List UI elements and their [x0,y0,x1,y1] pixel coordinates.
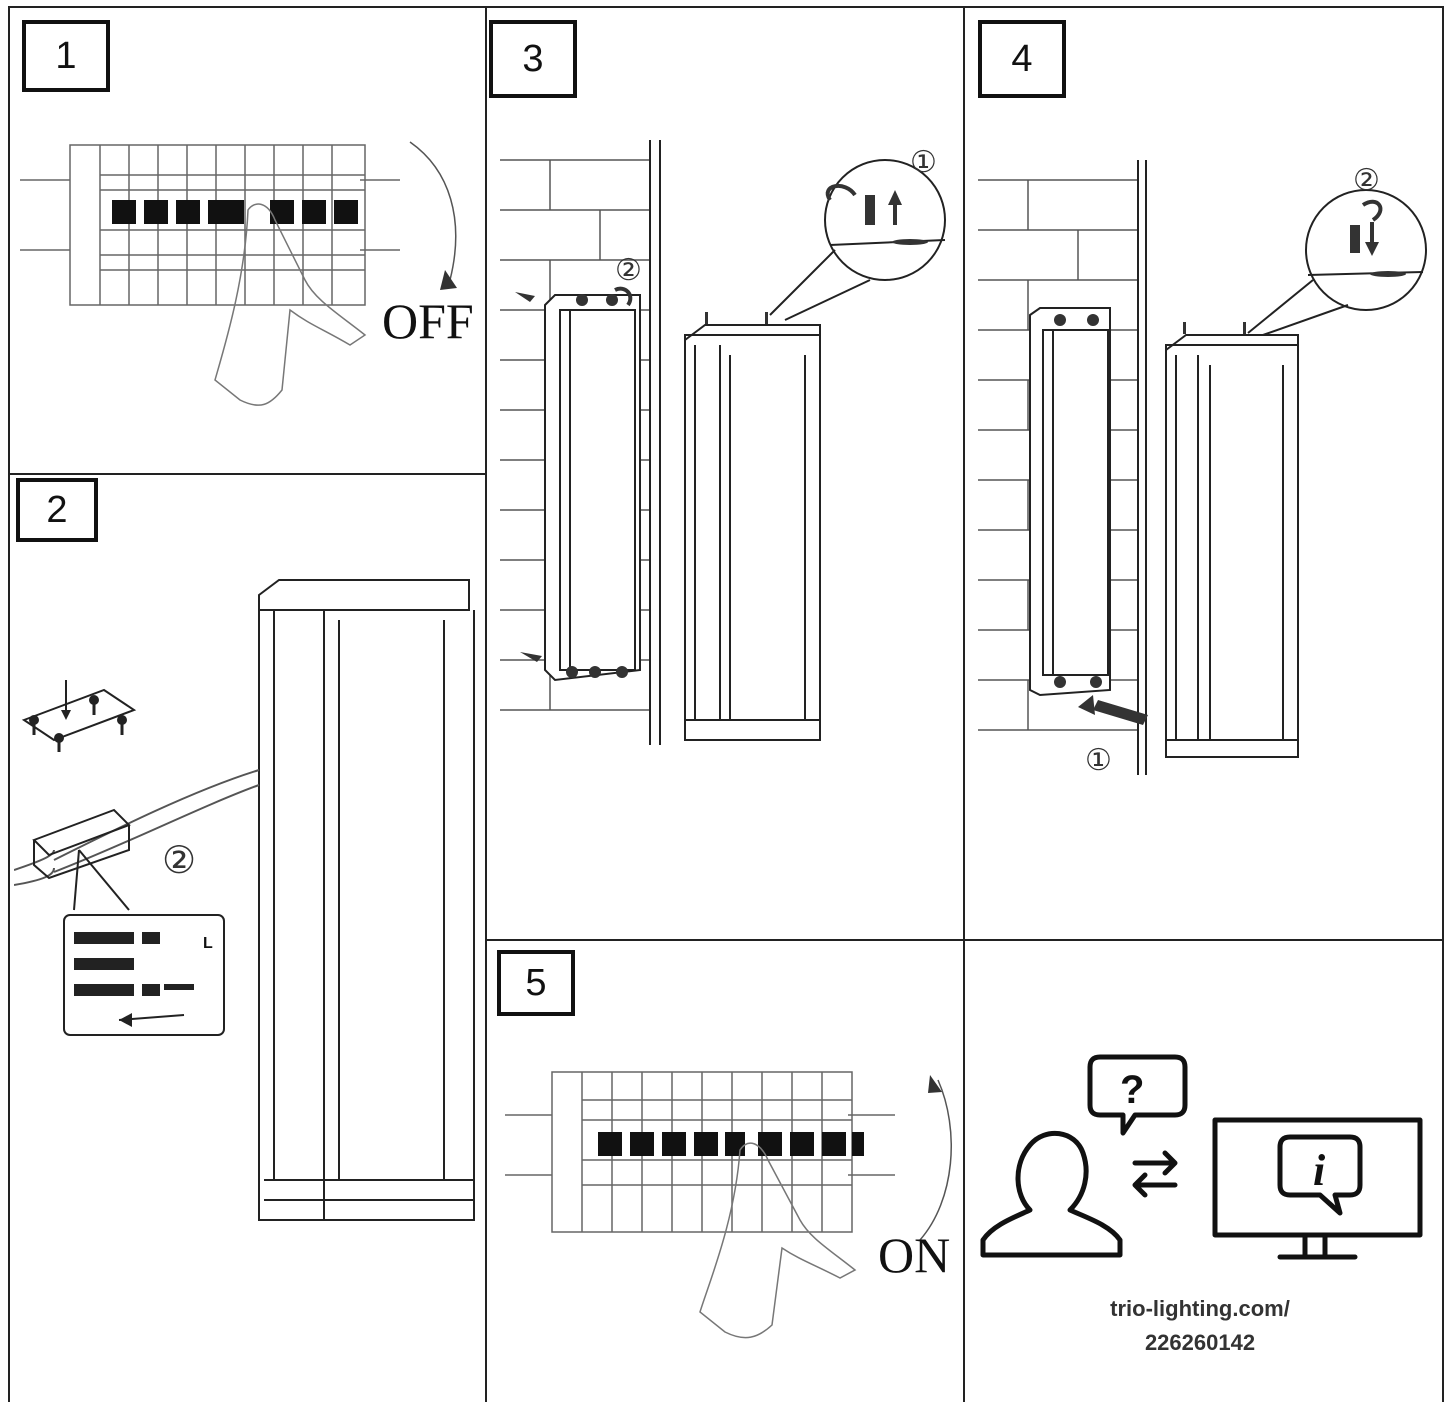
step-number-3: 3 [489,20,577,98]
circle-one-label-step3: ① [910,146,937,179]
wall-mount-illustration: ② ① [490,130,960,760]
circle-two-label: ② [162,840,196,882]
step-number-5: 5 [497,950,575,1016]
step-number-4: 4 [978,20,1066,98]
wiring-illustration: ② L [14,560,484,1270]
help-illustration: ? i [975,1045,1435,1275]
breaker-panel-off: OFF [20,130,480,430]
circle-two-label-step4: ② [1353,164,1380,197]
attach-lamp-illustration: ① ② [968,150,1438,790]
divider-row-left [8,473,487,475]
border-left [8,6,10,1402]
border-right [1442,6,1444,1402]
wire-l-label: L [203,935,213,952]
support-url-line2: 226260142 [1144,1330,1256,1355]
divider-col-2 [963,6,965,1402]
support-url[interactable]: trio-lighting.com/ 226260142 [1040,1292,1360,1360]
on-label: ON [878,1227,950,1283]
info-icon: i [1313,1146,1326,1195]
divider-row-right [485,939,1444,941]
question-mark-icon: ? [1120,1068,1144,1112]
circle-two-label-step3: ② [615,254,642,287]
circle-one-label-step4: ① [1085,744,1112,777]
border-top [8,6,1444,8]
off-label: OFF [382,293,474,349]
support-url-line1: trio-lighting.com/ [1110,1296,1290,1321]
divider-col-1 [485,6,487,1402]
step-number-2: 2 [16,478,98,542]
step-number-1: 1 [22,20,110,92]
breaker-panel-on: ON [500,1060,960,1350]
